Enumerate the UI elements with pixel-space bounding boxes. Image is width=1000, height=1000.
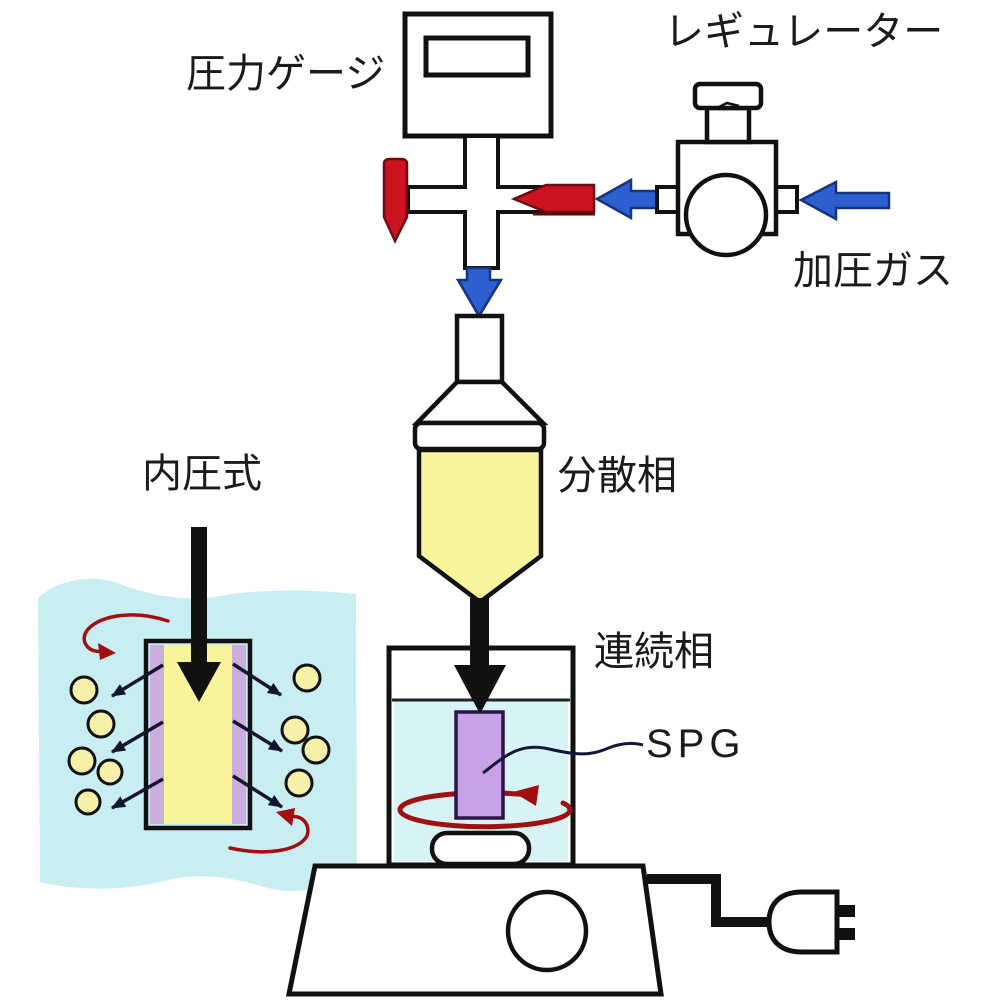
regulator-stem: [704, 105, 752, 145]
flow-arrow: [232, 719, 283, 753]
regulator-dial: [683, 172, 769, 258]
droplet: [86, 709, 116, 739]
regulator: [655, 81, 799, 258]
continuous-phase-label: 連続相: [594, 630, 714, 674]
stirrer-base: [285, 863, 664, 997]
stirrer-knob: [505, 889, 589, 973]
droplet: [292, 663, 322, 693]
pressurized-gas-label: 加圧ガス: [793, 249, 953, 293]
power-plug: [766, 889, 840, 955]
regulator-label: レギュレーター: [664, 10, 943, 54]
droplet: [67, 746, 97, 776]
funnel-shoulder: [411, 379, 549, 426]
permeation-arrows: [111, 662, 283, 810]
droplet: [96, 758, 124, 786]
internal-pressure-detail: [38, 527, 357, 892]
regulator-knob: [692, 81, 764, 111]
valve-arrow-left-red: [510, 183, 596, 214]
pressure-gauge: [402, 11, 554, 139]
funnel-liquid-body: [416, 447, 544, 605]
droplet: [301, 735, 331, 765]
detail-feed-arrow: [177, 527, 221, 702]
dispersed-phase-label: 分散相: [557, 454, 677, 498]
plug-prong-bottom: [837, 928, 855, 940]
plug-prong-top: [837, 905, 855, 917]
gas-inlet-arrow: [798, 179, 891, 222]
spg-membrane: [454, 710, 505, 820]
regulator-port-right: [774, 185, 799, 214]
droplet: [69, 675, 99, 705]
detail-membrane-tube: [143, 638, 253, 831]
magnetic-stirrer: [285, 863, 855, 997]
flow-arrow: [232, 662, 282, 697]
pressure-gauge-label: 圧力ゲージ: [186, 52, 385, 96]
spg-label: SPG: [646, 722, 745, 766]
gas-arrow-regulator-to-valve: [594, 177, 660, 221]
flow-arrow: [111, 720, 164, 754]
flow-arrow: [111, 777, 164, 810]
regulator-port-left: [655, 185, 680, 214]
droplet: [74, 788, 102, 816]
power-cord: [647, 874, 770, 927]
swirl-arrow-bottom-right: [228, 808, 310, 854]
gas-arrow-down-to-funnel: [455, 266, 504, 319]
valve-arrow-down-red: [382, 157, 409, 244]
flow-arrow: [232, 774, 283, 809]
spg-leader-line: [482, 741, 644, 775]
internal-pressure-type-label: 内圧式: [142, 452, 262, 496]
droplet: [284, 768, 314, 798]
droplets: [67, 663, 331, 816]
flow-arrow: [111, 663, 164, 698]
droplet: [280, 715, 310, 745]
funnel-inlet-tube: [454, 313, 505, 385]
swirl-arrow-top-left: [82, 613, 170, 660]
regulator-knob-notch: [718, 101, 740, 109]
beaker: [386, 645, 644, 868]
dispersed-feed-arrow: [454, 598, 506, 714]
dispersed-phase-funnel: [411, 313, 549, 605]
funnel-neck-ring: [412, 420, 547, 452]
stir-bar: [429, 830, 532, 867]
pressure-gauge-display: [423, 35, 531, 78]
